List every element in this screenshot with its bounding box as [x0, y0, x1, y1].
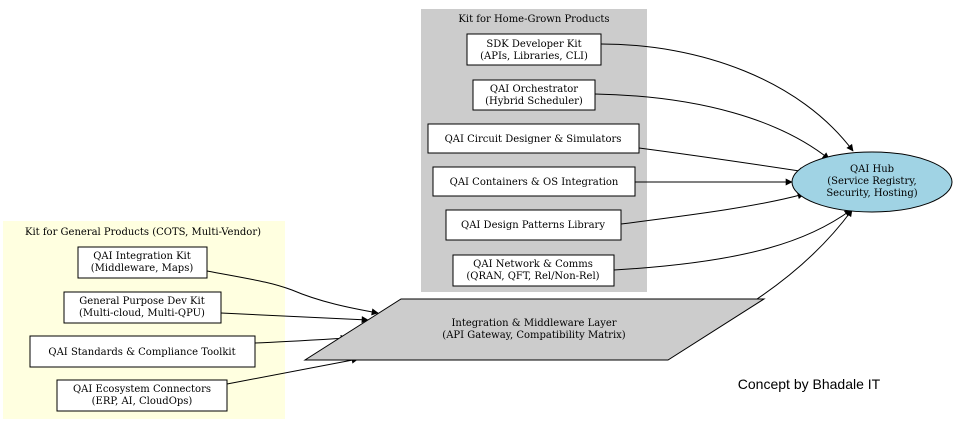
node-circuit-line1: QAI Circuit Designer & Simulators	[445, 134, 622, 145]
node-middleware-line1: Integration & Middleware Layer	[451, 318, 616, 329]
edge-general-dev-to-middleware	[220, 312, 369, 324]
node-sdk-line2: (APIs, Libraries, CLI)	[480, 51, 588, 62]
node-hub-line1: QAI Hub	[850, 164, 894, 175]
node-qai-ecosystem-connectors: QAI Ecosystem Connectors (ERP, AI, Cloud…	[56, 379, 228, 412]
node-orchestrator-line2: (Hybrid Scheduler)	[485, 96, 583, 107]
node-ecosystem-line1: QAI Ecosystem Connectors	[73, 384, 211, 395]
node-qai-standards-toolkit: QAI Standards & Compliance Toolkit	[29, 335, 256, 368]
credit-text: Concept by Bhadale IT	[738, 376, 881, 392]
node-integration-kit-line1: QAI Integration Kit	[93, 251, 191, 262]
node-qai-network-comms: QAI Network & Comms (QRAN, QFT, Rel/Non-…	[452, 254, 615, 287]
node-middleware-line2: (API Gateway, Compatibility Matrix)	[442, 330, 625, 341]
node-sdk-line1: SDK Developer Kit	[486, 39, 581, 50]
node-qai-orchestrator: QAI Orchestrator (Hybrid Scheduler)	[472, 79, 596, 111]
edges	[206, 43, 854, 385]
edge-sdk-to-hub	[600, 43, 854, 152]
node-hub-line3: Security, Hosting)	[826, 188, 917, 199]
node-circuit-box	[427, 123, 640, 154]
node-standards-line1: QAI Standards & Compliance Toolkit	[48, 347, 235, 358]
node-standards-box	[29, 335, 256, 368]
node-qai-circuit-designer: QAI Circuit Designer & Simulators	[427, 123, 640, 154]
node-general-purpose-dev-kit: General Purpose Dev Kit (Multi-cloud, Mu…	[63, 291, 222, 324]
node-integration-kit-line2: (Middleware, Maps)	[91, 263, 194, 274]
node-general-dev-line1: General Purpose Dev Kit	[79, 296, 204, 307]
cluster-general-title: Kit for General Products (COTS, Multi-Ve…	[25, 227, 261, 238]
edge-integration-kit-to-middleware	[206, 270, 379, 316]
node-qai-design-patterns: QAI Design Patterns Library	[445, 209, 622, 241]
edge-circuit-to-hub	[638, 147, 807, 175]
node-sdk-box	[466, 33, 602, 66]
node-integration-kit-box	[77, 246, 208, 279]
node-orchestrator-line1: QAI Orchestrator	[490, 84, 578, 95]
node-middleware-shape	[303, 298, 766, 361]
node-qai-hub: QAI Hub (Service Registry, Security, Hos…	[791, 151, 953, 213]
edge-standards-to-middleware	[254, 334, 348, 344]
edge-patterns-to-hub	[620, 192, 805, 225]
node-qai-containers: QAI Containers & OS Integration	[432, 166, 636, 197]
node-ecosystem-box	[56, 379, 228, 412]
edge-ecosystem-to-middleware	[226, 356, 359, 385]
node-integration-middleware-layer: Integration & Middleware Layer (API Gate…	[303, 298, 766, 361]
node-network-line1: QAI Network & Comms	[473, 259, 593, 270]
node-orchestrator-box	[472, 79, 596, 111]
node-patterns-line1: QAI Design Patterns Library	[461, 220, 605, 231]
node-network-line2: (QRAN, QFT, Rel/Non-Rel)	[466, 271, 599, 282]
node-hub-shape	[791, 151, 953, 213]
edge-middleware-to-hub	[756, 209, 853, 300]
node-qai-integration-kit: QAI Integration Kit (Middleware, Maps)	[77, 246, 208, 279]
edge-network-to-hub	[613, 209, 852, 271]
node-containers-box	[432, 166, 636, 197]
node-ecosystem-line2: (ERP, AI, CloudOps)	[92, 396, 193, 407]
cluster-home-grown-title: Kit for Home-Grown Products	[458, 14, 609, 25]
node-sdk-developer-kit: SDK Developer Kit (APIs, Libraries, CLI)	[466, 33, 602, 66]
node-patterns-box	[445, 209, 622, 241]
node-general-dev-box	[63, 291, 222, 324]
node-hub-line2: (Service Registry,	[827, 176, 916, 187]
node-network-box	[452, 254, 615, 287]
node-containers-line1: QAI Containers & OS Integration	[450, 177, 619, 188]
edge-orchestrator-to-hub	[594, 93, 830, 160]
node-general-dev-line2: (Multi-cloud, Multi-QPU)	[79, 308, 205, 319]
